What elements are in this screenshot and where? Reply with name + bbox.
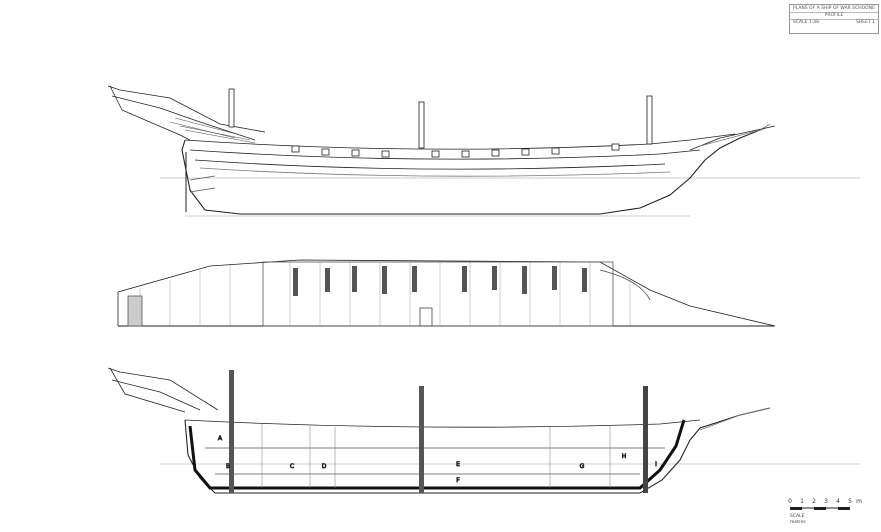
title-block: PLANS OF A SHIP OF WAR SCHOONER PROFILE … [789, 4, 879, 34]
sectional-profile-view: A B C D E F G H I [107, 367, 860, 494]
title-line-3: SCALE 1:48 [793, 20, 819, 25]
hold-label-a: A [218, 435, 223, 442]
title-separator-2 [790, 19, 878, 20]
section-stern-mid [111, 379, 201, 411]
stern-gallery-top [107, 85, 266, 133]
main-mast [418, 101, 425, 149]
scale-ruler [790, 507, 850, 510]
section-mizzen-mast [229, 370, 234, 493]
hold-label-d: D [322, 463, 327, 470]
section-stern-overhang [109, 367, 186, 413]
section-fore-mast [643, 386, 648, 493]
deck-line [117, 259, 776, 327]
stern-locker [127, 295, 143, 327]
hold-label-f: F [456, 477, 460, 484]
section-sheer [184, 419, 701, 428]
gunports [291, 143, 620, 158]
hold-label-e: E [456, 461, 460, 468]
scale-tick-0: 0 [788, 498, 792, 505]
scale-tick-4: 4 [836, 498, 840, 505]
scale-bar: 0 1 2 3 4 5 m SCALE metres [788, 498, 878, 526]
stern-overhang [109, 85, 191, 141]
mizzen-mast [228, 88, 235, 128]
title-line-4: SHEET 1 [856, 20, 875, 25]
hold-hatch [419, 307, 433, 327]
head-rail [699, 123, 771, 147]
inboard-profile-view [117, 259, 776, 327]
scale-note-1: SCALE [790, 514, 805, 519]
scale-note-2: metres [790, 520, 806, 525]
hold-label-b: B [226, 463, 230, 470]
deck-guns [293, 266, 587, 296]
inboard-frames [139, 262, 631, 326]
title-line-2: PROFILE [824, 13, 844, 18]
stern-gallery-mid [111, 95, 256, 141]
wale-line-3 [199, 167, 671, 177]
scale-unit: m [856, 498, 862, 505]
bow-knees [599, 269, 651, 301]
hold-label-i: I [655, 461, 657, 468]
title-separator-1 [790, 12, 878, 13]
wale-line-1 [189, 149, 701, 160]
title-line-1: PLANS OF A SHIP OF WAR SCHOONER [793, 6, 875, 11]
hold-label-c: C [290, 463, 294, 470]
hold-label-g: G [580, 463, 585, 470]
fore-mast [646, 95, 653, 145]
bulkheads [261, 424, 611, 488]
rudder-strap-1 [189, 175, 216, 181]
scale-tick-5: 5 [848, 498, 852, 505]
hull-outline [181, 127, 766, 215]
scale-tick-1: 1 [800, 498, 804, 505]
section-stern-top [107, 367, 219, 411]
rudder-strap-2 [189, 187, 216, 193]
section-bowsprit [699, 407, 771, 431]
waist-frame [262, 261, 614, 327]
scale-tick-3: 3 [824, 498, 828, 505]
exterior-profile-view [107, 85, 860, 217]
scale-tick-2: 2 [812, 498, 816, 505]
sheer-line [184, 133, 736, 150]
wale-line-2 [194, 159, 666, 170]
keelson-frames [188, 419, 686, 490]
hold-label-h: H [622, 453, 627, 460]
section-main-mast [419, 386, 424, 493]
stern-hatching [169, 117, 256, 144]
